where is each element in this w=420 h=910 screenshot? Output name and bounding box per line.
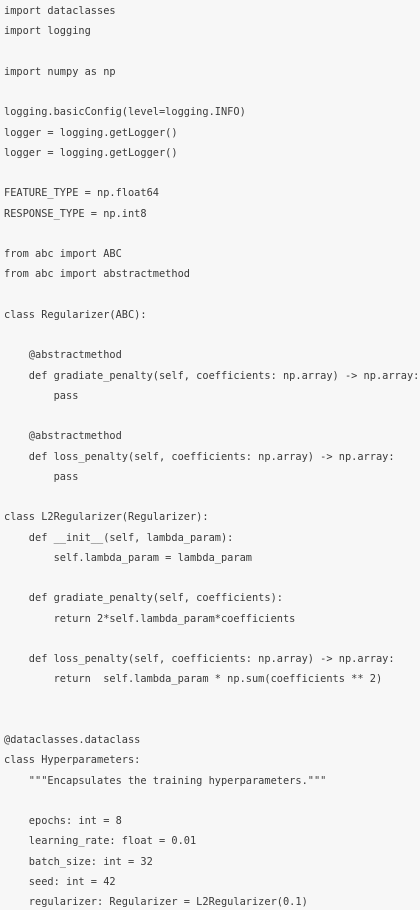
code-line: regularizer: Regularizer = L2Regularizer…	[4, 896, 308, 908]
code-line	[4, 487, 419, 507]
code-line: def loss_penalty(self, coefficients: np.…	[4, 450, 395, 463]
code-line: class Regularizer(ABC):	[4, 308, 147, 321]
code-line	[4, 629, 419, 649]
code-line: @abstractmethod	[4, 349, 122, 362]
code-line: RESPONSE_TYPE = np.int8	[4, 207, 147, 220]
code-line: logger = logging.getLogger()	[4, 126, 178, 139]
code-line: pass	[4, 389, 79, 402]
code-line	[4, 163, 419, 183]
code-line	[4, 406, 419, 426]
code-line: def gradiate_penalty(self, coefficients)…	[4, 592, 283, 605]
code-line: FEATURE_TYPE = np.float64	[4, 187, 159, 200]
code-line: @dataclasses.dataclass	[4, 734, 141, 746]
code-line: import dataclasses	[4, 5, 116, 17]
code-lines: import dataclasses import logging import n…	[4, 1, 419, 910]
code-line: logger = logging.getLogger()	[4, 146, 178, 159]
code-line: logging.basicConfig(level=logging.INFO)	[4, 106, 246, 119]
code-line	[4, 82, 419, 102]
code-line	[4, 690, 419, 710]
code-line: class Hyperparameters:	[4, 754, 141, 767]
code-line: import logging	[4, 25, 91, 38]
code-line: seed: int = 42	[4, 875, 116, 888]
code-line: epochs: int = 8	[4, 815, 122, 827]
code-line	[4, 224, 419, 244]
code-line	[4, 568, 419, 588]
code-line	[4, 791, 419, 811]
code-line: from abc import ABC	[4, 248, 122, 260]
code-line	[4, 285, 419, 305]
code-line: return 2*self.lambda_param*coefficients	[4, 612, 296, 625]
code-line: def __init__(self, lambda_param):	[4, 531, 234, 544]
code-line: learning_rate: float = 0.01	[4, 835, 197, 848]
code-line: def loss_penalty(self, coefficients: np.…	[4, 653, 395, 665]
code-line: import numpy as np	[4, 65, 116, 78]
code-line	[4, 710, 419, 730]
code-line: class L2Regularizer(Regularizer):	[4, 511, 209, 524]
code-line: return self.lambda_param * np.sum(coeffi…	[4, 673, 383, 686]
code-line	[4, 42, 419, 62]
code-line: batch_size: int = 32	[4, 855, 153, 868]
code-line: def gradiate_penalty(self, coefficients:…	[4, 369, 420, 382]
code-line: pass	[4, 470, 79, 483]
code-line: from abc import abstractmethod	[4, 268, 190, 281]
code-line: self.lambda_param = lambda_param	[4, 551, 252, 564]
code-line: """Encapsulates the training hyperparame…	[4, 774, 327, 787]
code-line: @abstractmethod	[4, 430, 122, 443]
code-line	[4, 325, 419, 345]
